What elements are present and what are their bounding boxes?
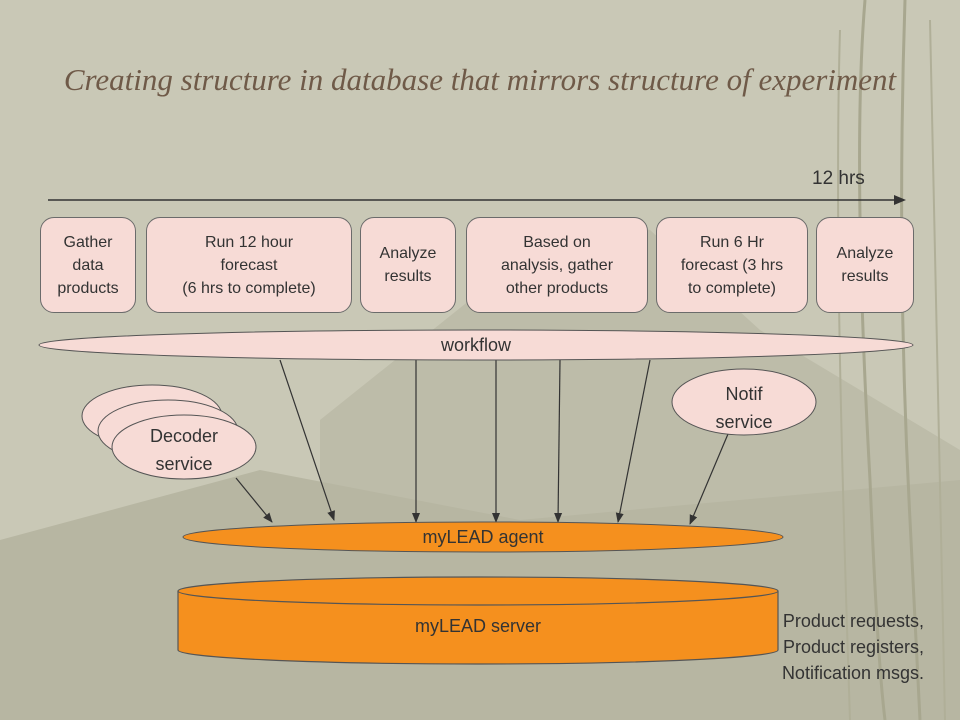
arrow-workflow-to-agent-1 (279, 359, 335, 521)
notif-service-label: Notif service (715, 384, 773, 432)
step-run-12-hour-forecast: Run 12 hour forecast (6 hrs to complete) (146, 217, 352, 313)
step-analyze-results-1: Analyze results (360, 217, 456, 313)
decoder-service-ellipse-front (111, 414, 257, 480)
message-types-note: Product requests, Product registers, Not… (781, 611, 924, 683)
step-analyze-results-2: Analyze results (816, 217, 914, 313)
workflow-label: workflow (440, 335, 511, 355)
arrow-workflow-to-agent-4 (554, 359, 563, 523)
decoder-service-label: Decoder service (149, 426, 219, 474)
arrow-notif-to-agent (689, 433, 729, 525)
notif-service-ellipse (671, 368, 817, 436)
workflow-ellipse (38, 329, 914, 361)
mylead-server-label: myLEAD server (414, 616, 542, 636)
arrow-decoder-to-agent (235, 477, 273, 523)
step-gather-data-products: Gather data products (40, 217, 136, 313)
mylead-agent-ellipse (182, 521, 784, 553)
step-gather-other-products: Based on analysis, gather other products (466, 217, 648, 313)
mylead-server-cylinder (177, 576, 779, 665)
arrow-workflow-to-agent-5 (615, 359, 651, 523)
step-run-6-hr-forecast: Run 6 Hr forecast (3 hrs to complete) (656, 217, 808, 313)
slide-title: Creating structure in database that mirr… (63, 62, 897, 97)
mylead-agent-label: myLEAD agent (422, 527, 544, 547)
timeline-label: 12 hrs (812, 168, 865, 189)
